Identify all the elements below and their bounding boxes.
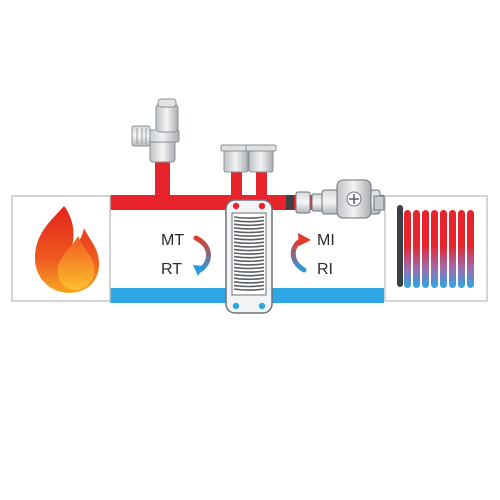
- exchanger-plate: [233, 252, 265, 255]
- exchanger-plate: [233, 284, 265, 288]
- exchanger-plate: [233, 237, 265, 241]
- exchanger-plate: [233, 255, 265, 259]
- label-ri: RI: [317, 261, 333, 278]
- exchanger-plate: [233, 223, 265, 227]
- radiator-icon: [397, 205, 474, 288]
- vent-riser-left: [231, 172, 242, 202]
- exchanger-plate: [233, 281, 265, 284]
- exchanger-plate: [233, 259, 265, 263]
- label-rt: RT: [161, 261, 182, 278]
- exchanger-plate: [233, 241, 265, 245]
- circulation-pump-icon: [321, 179, 385, 219]
- exchanger-plate: [233, 266, 265, 270]
- exchanger-plate: [233, 216, 265, 219]
- boiler-circuit-arrow: [193, 235, 211, 276]
- safety-valve-icon: [131, 98, 180, 163]
- exchanger-plate: [233, 273, 265, 277]
- radiator-panel: [384, 195, 488, 302]
- vent-riser-right: [256, 172, 267, 202]
- exchanger-plate: [233, 230, 265, 234]
- flame-icon: [34, 206, 100, 293]
- exchanger-plate: [233, 270, 265, 273]
- exchanger-plate: [233, 219, 265, 223]
- label-mt: MT: [161, 232, 184, 249]
- label-mi: MI: [317, 232, 335, 249]
- valve-riser-pipe: [155, 160, 170, 196]
- exchanger-plate: [233, 248, 265, 252]
- exchanger-plate: [233, 227, 265, 230]
- boiler-panel: [11, 195, 111, 302]
- exchanger-plate: [233, 234, 265, 237]
- exchanger-plate: [233, 277, 265, 281]
- exchanger-plate: [233, 245, 265, 248]
- system-circuit-arrow: [290, 233, 311, 273]
- pipe-fittings: [286, 191, 325, 214]
- air-vent-icon: [220, 144, 277, 173]
- exchanger-plates: [233, 216, 265, 291]
- plate-heat-exchanger-icon: [225, 199, 273, 314]
- exchanger-plate: [233, 263, 265, 266]
- exchanger-plate: [233, 288, 265, 291]
